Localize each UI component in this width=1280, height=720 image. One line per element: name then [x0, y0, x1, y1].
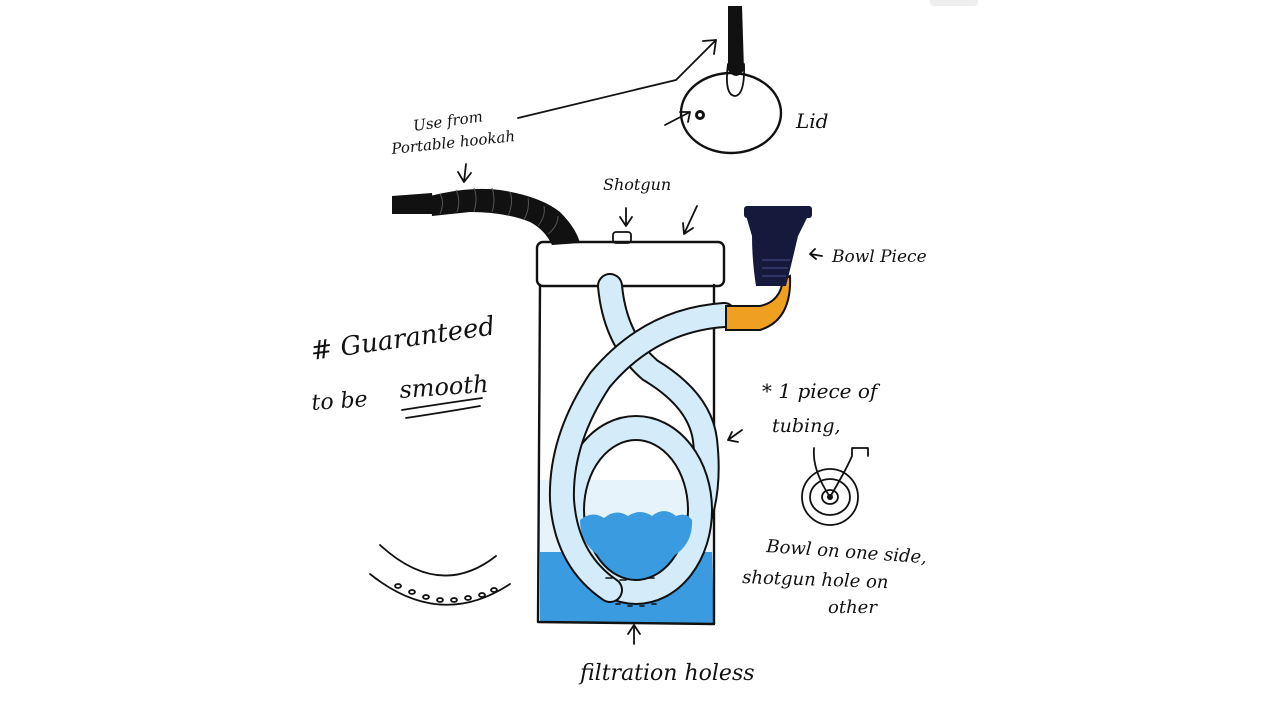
hose-source-arrow: [517, 39, 717, 119]
hose-tip-icon: [726, 6, 745, 97]
bowl-piece-arrow: [809, 248, 823, 260]
guaranteed-label-2: to be: [311, 387, 369, 416]
filtration-label: filtration holess: [578, 661, 755, 686]
shotgun-label: Shotgun: [603, 175, 671, 194]
bowl-side-label-2: shotgun hole on: [742, 567, 889, 593]
lid-down-arrow: [682, 205, 698, 235]
bowl-side-label: Bowl on one side,: [765, 536, 928, 568]
bowl-piece-label: Bowl Piece: [831, 247, 927, 267]
filtration-arrow: [627, 624, 641, 645]
bowl-side-label-3: other: [828, 597, 878, 618]
black-hose: [392, 187, 580, 245]
lid-label: Lid: [795, 109, 828, 133]
tubing-label-2: tubing,: [772, 415, 841, 437]
tubing-label: * 1 piece of: [762, 379, 881, 403]
filtration-detail: [369, 544, 511, 606]
guaranteed-label: # Guaranteed: [309, 311, 497, 367]
tubing-arrow: [727, 429, 743, 443]
hose-down-arrow: [457, 163, 472, 183]
water-surface: [580, 511, 693, 568]
window-corner-tab: [930, 0, 978, 6]
hose-source-label-2: Portable hookah: [390, 127, 516, 158]
tubing-coil: [548, 273, 737, 607]
hose-source-arrowhead: [702, 39, 717, 55]
lid-drawing: [679, 71, 783, 155]
shotgun-lid-arrow: [664, 111, 691, 126]
smooth-underline: [401, 397, 483, 419]
spiral-sketch: [801, 447, 869, 526]
bowl-piece: [725, 206, 812, 331]
shotgun-down-arrow: [619, 207, 633, 227]
